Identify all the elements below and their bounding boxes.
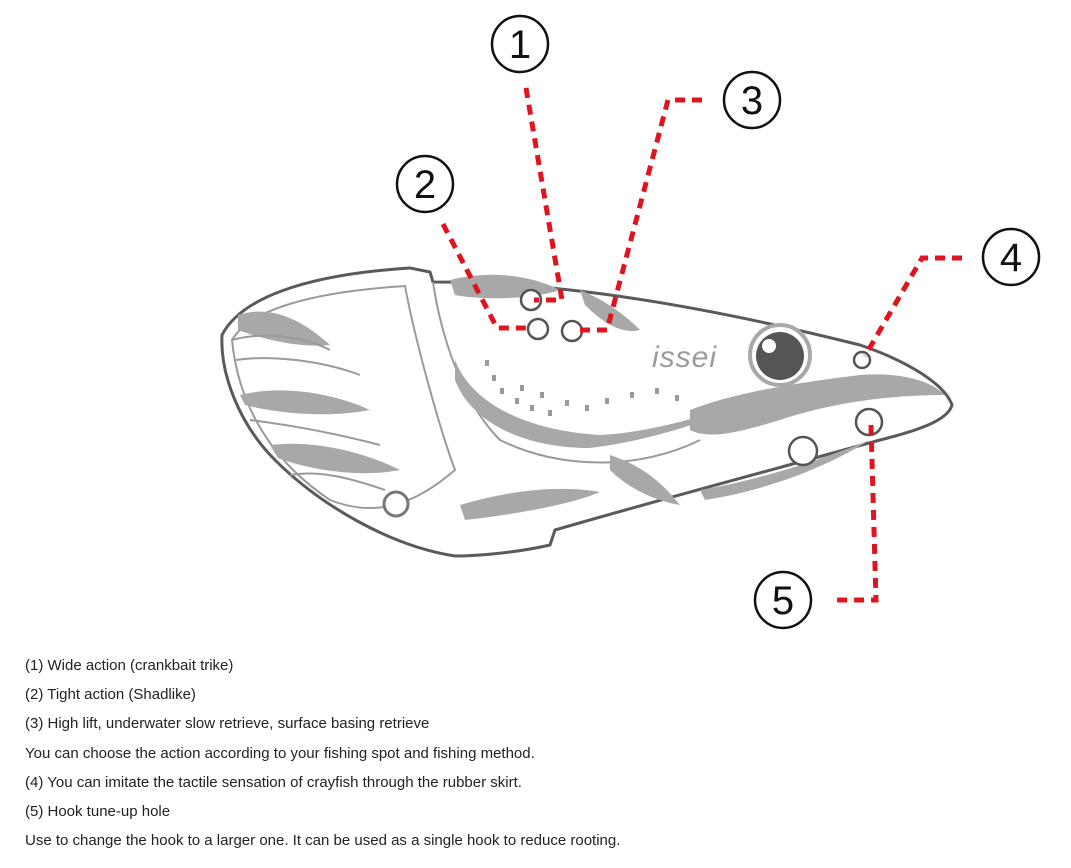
leader-line-1 xyxy=(523,87,565,303)
note-tight-action: (2) Tight action (Shadlike) xyxy=(25,686,196,704)
lure-body: issei xyxy=(220,266,954,558)
note-change-hook: Use to change the hook to a larger one. … xyxy=(25,832,621,850)
lower-hole xyxy=(787,435,819,467)
lure-eye xyxy=(748,323,812,387)
callout-3: 3 xyxy=(722,70,782,130)
callout-5: 5 xyxy=(753,570,813,630)
line-tie-hole-1 xyxy=(519,288,543,312)
svg-text:1: 1 xyxy=(509,23,531,67)
leader-line-4 xyxy=(862,255,962,358)
svg-text:3: 3 xyxy=(741,79,763,123)
leader-lines xyxy=(440,87,962,603)
note-hook-tune-up: (5) Hook tune-up hole xyxy=(25,802,171,820)
leader-line-5 xyxy=(834,424,879,603)
leader-line-3 xyxy=(576,97,702,333)
callout-1: 1 xyxy=(490,14,550,74)
note-high-lift: (3) High lift, underwater slow retrieve,… xyxy=(25,715,430,733)
svg-text:2: 2 xyxy=(414,163,436,207)
note-rubber-skirt: (4) You can imitate the tactile sensatio… xyxy=(25,773,522,791)
callout-4: 4 xyxy=(981,227,1041,287)
svg-text:4: 4 xyxy=(1000,236,1022,280)
callout-2: 2 xyxy=(395,154,455,214)
tail-hole xyxy=(382,490,410,518)
skirt-hole xyxy=(852,350,872,370)
lure-diagram: issei 1 2 3 4 5 xyxy=(220,14,1041,630)
line-tie-hole-3 xyxy=(560,319,584,343)
note-choose-action: You can choose the action according to y… xyxy=(25,744,535,762)
line-tie-hole-2 xyxy=(526,317,550,341)
leader-line-2 xyxy=(440,222,532,331)
svg-text:5: 5 xyxy=(772,579,794,623)
feature-notes: (1) Wide action (crankbait trike) (2) Ti… xyxy=(25,656,1055,860)
issei-logo: issei xyxy=(652,341,717,374)
note-wide-action: (1) Wide action (crankbait trike) xyxy=(25,657,234,674)
